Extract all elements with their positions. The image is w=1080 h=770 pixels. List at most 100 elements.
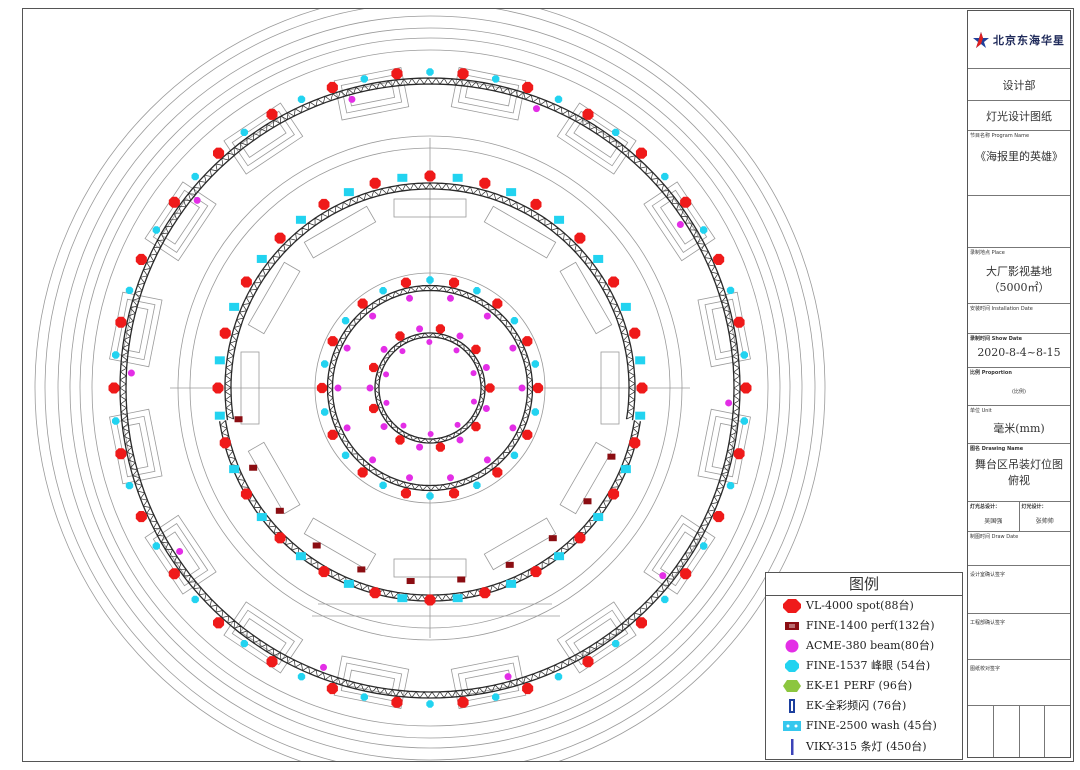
seating-block xyxy=(144,514,217,595)
wash-fixture xyxy=(554,552,565,561)
beam-eye-fixture xyxy=(612,128,620,136)
blue-strobe-icon xyxy=(789,699,795,713)
stage-outline xyxy=(34,9,826,761)
beam-fixture xyxy=(446,294,454,302)
beam-fixture xyxy=(470,398,477,405)
beam-fixture xyxy=(482,405,490,413)
beam-eye-fixture xyxy=(341,451,350,459)
spot-fixture xyxy=(327,336,338,347)
spot-fixture xyxy=(213,147,225,159)
stage-ring xyxy=(79,37,781,739)
spot-fixture xyxy=(492,467,503,478)
red-octagon-icon xyxy=(783,599,801,613)
spot-fixture xyxy=(435,442,445,452)
beam-fixture xyxy=(483,312,491,320)
company-logo: 北京东海华星 xyxy=(968,11,1070,69)
beam-eye-fixture xyxy=(531,360,539,368)
beam-fixture xyxy=(725,399,733,407)
spot-fixture xyxy=(135,253,147,265)
place-cell: 录制地点 Place 大厂影视基地 （5000㎡） xyxy=(968,248,1070,304)
spot-fixture xyxy=(357,298,368,309)
spot-fixture xyxy=(457,68,469,80)
program-name: 《海报里的英雄》 xyxy=(975,150,1063,163)
wash-fixture xyxy=(506,579,517,588)
spot-fixture xyxy=(327,429,338,440)
spot-fixture xyxy=(733,448,745,460)
beam-fixture xyxy=(453,347,460,354)
beam-fixture xyxy=(470,370,477,377)
beam-fixture xyxy=(127,369,135,377)
seating-block xyxy=(223,102,304,175)
beam-fixture xyxy=(343,344,351,352)
spot-fixture xyxy=(318,566,330,578)
spot-fixture xyxy=(582,108,594,120)
platform xyxy=(559,261,613,335)
beam-eye-fixture xyxy=(426,276,434,284)
spot-fixture xyxy=(680,196,692,208)
beam-fixture xyxy=(380,423,388,431)
beam-eye-fixture xyxy=(473,481,481,489)
beam-eye-fixture xyxy=(661,172,669,181)
perf-fixture xyxy=(249,464,258,471)
beam-eye-fixture xyxy=(321,360,329,368)
beam-eye-fixture xyxy=(661,595,669,604)
beam-eye-fixture xyxy=(341,317,350,325)
beam-fixture xyxy=(456,436,464,444)
beam-eye-fixture xyxy=(531,408,539,416)
show-date: 2020-8-4~8-15 xyxy=(977,346,1061,359)
seating-block xyxy=(109,291,163,368)
spot-fixture xyxy=(522,429,533,440)
fixtures xyxy=(108,68,752,708)
spot-fixture xyxy=(713,511,725,523)
perf-fixture xyxy=(548,535,557,542)
spot-fixture xyxy=(636,382,648,394)
spot-fixture xyxy=(369,177,381,189)
legend-item-viky315: VIKY-315 条灯 (450台) xyxy=(766,737,962,757)
wash-fixture xyxy=(593,254,604,263)
spot-fixture xyxy=(326,81,338,93)
beam-fixture xyxy=(483,456,491,464)
spot-fixture xyxy=(492,298,503,309)
wash-fixture xyxy=(229,465,240,474)
spot-fixture xyxy=(740,382,752,394)
platform xyxy=(483,205,557,259)
beam-fixture xyxy=(406,294,414,302)
install-cell: 安装时间 Installation Date xyxy=(968,304,1070,334)
platform xyxy=(303,517,377,571)
spot-fixture xyxy=(400,277,411,288)
cyan-rect-icon xyxy=(783,721,801,731)
beam-eye-fixture xyxy=(492,75,500,83)
green-hexagon-icon xyxy=(783,680,801,692)
beam-fixture xyxy=(320,663,328,671)
beam-fixture xyxy=(380,345,388,353)
stage-ring xyxy=(91,49,769,727)
legend-item-vl4000: VL-4000 spot(88台) xyxy=(766,596,962,616)
beam-fixture xyxy=(416,325,424,333)
beam-fixture xyxy=(454,421,461,428)
blue-bar-icon xyxy=(791,739,794,755)
cyan-octagon-icon xyxy=(785,660,799,672)
department: 设计部 xyxy=(968,69,1070,101)
beam-eye-fixture xyxy=(379,481,387,489)
truss-chord xyxy=(331,289,529,487)
beam-fixture xyxy=(334,384,342,392)
seating-block xyxy=(333,67,410,121)
beam-fixture xyxy=(518,384,526,392)
beam-fixture xyxy=(416,443,424,451)
spot-fixture xyxy=(530,566,542,578)
beam-fixture xyxy=(383,371,390,378)
spot-fixture xyxy=(219,327,231,339)
wash-fixture xyxy=(620,465,631,474)
perf-fixture xyxy=(583,498,592,505)
truss-chord xyxy=(374,332,486,444)
wash-fixture xyxy=(295,215,306,224)
beam-fixture xyxy=(676,221,684,229)
beam-eye-fixture xyxy=(740,417,748,425)
spot-fixture xyxy=(115,316,127,328)
spot-fixture xyxy=(522,336,533,347)
beam-fixture xyxy=(659,572,667,580)
spot-fixture xyxy=(608,276,620,288)
spot-fixture xyxy=(530,198,542,210)
seating-block xyxy=(556,601,637,674)
sign-engineering-cell: 工程部确认签字 xyxy=(968,614,1070,660)
